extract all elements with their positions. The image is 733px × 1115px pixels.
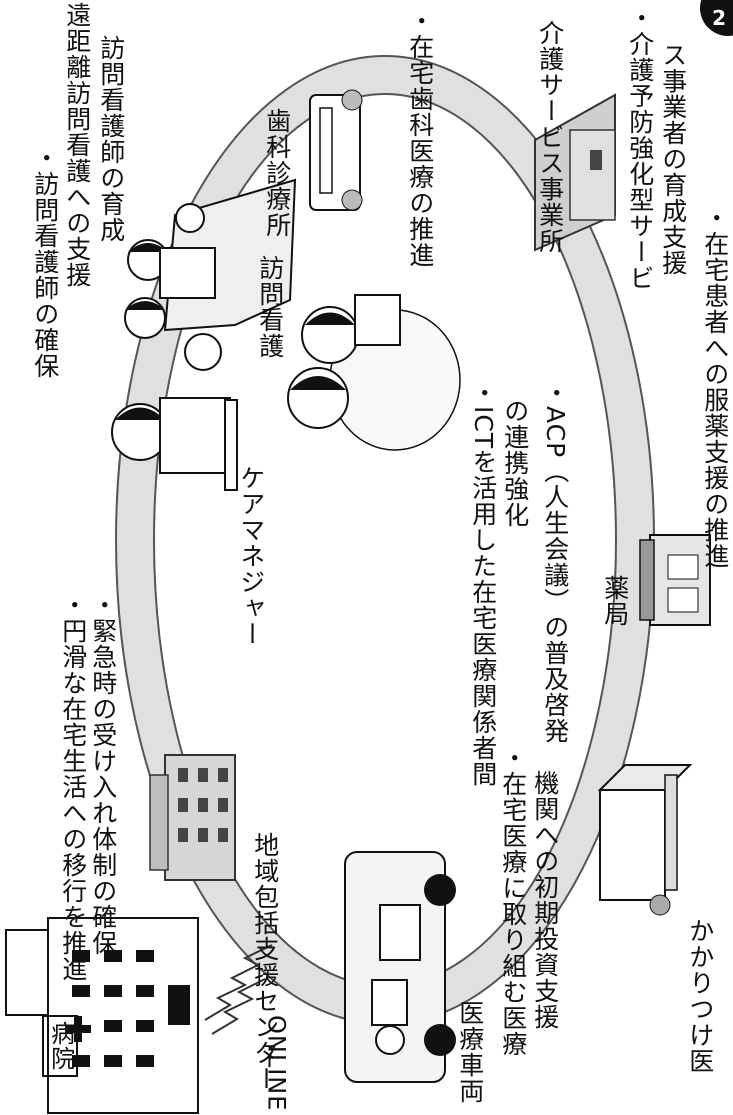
medical-vehicle <box>345 852 456 1082</box>
nursing-note-3: 訪問看護師の育成 <box>96 35 125 243</box>
center-note-2: の連携強化 <box>500 398 529 528</box>
hospital-label: 病院 <box>42 1015 78 1077</box>
care-service-note-2: ス事業者の育成支援 <box>658 42 687 276</box>
hospital-note-2: ・緊急時の受け入れ体制の確保 <box>88 592 117 956</box>
visiting-nurse-label: 訪問看護 <box>255 255 284 359</box>
pharmacy-note: ・在宅患者への服薬支援の推進 <box>700 205 729 569</box>
care-service-label: 介護サービス事業所 <box>535 20 564 254</box>
dental-clinic-label: 歯科診療所 <box>262 108 291 238</box>
care-service-note-1: ・介護予防強化型サービ <box>625 5 654 291</box>
center-note-3: ・ACP（人生会議）の普及啓発 <box>540 380 569 744</box>
family-doctor-building <box>600 765 690 915</box>
nursing-note-1: ・訪問看護師の確保 <box>30 145 59 379</box>
family-doctor-label: かかりつけ医 <box>685 918 714 1074</box>
community-center-label: 地域包括支援センター <box>250 832 279 1092</box>
medical-vehicle-label: 医療車両 <box>455 1000 484 1104</box>
dental-note: ・在宅歯科医療の推進 <box>405 8 434 268</box>
dental-clinic-vehicle <box>310 90 362 210</box>
center-note-1: ・ICTを活用した在宅医療関係者間 <box>468 380 497 787</box>
investment-note-2: 機関への初期投資支援 <box>530 770 559 1030</box>
hospital-note-1: ・円滑な在宅生活への移行を推進 <box>58 592 87 982</box>
pharmacy-label: 薬局 <box>600 575 629 627</box>
nursing-note-2: 遠距離訪問看護への支援 <box>62 2 91 288</box>
care-manager-label: ケアマネジャー <box>236 465 265 647</box>
family-at-home <box>288 295 460 450</box>
investment-note-1: ・在宅医療に取り組む医療 <box>498 745 527 1057</box>
